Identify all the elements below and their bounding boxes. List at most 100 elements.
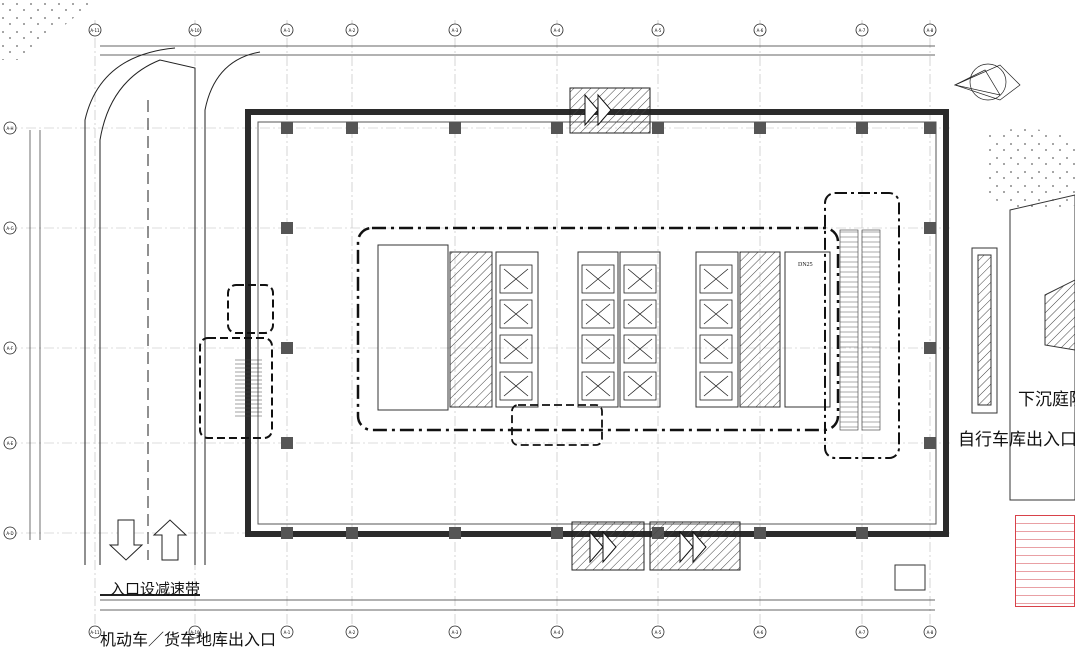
column <box>924 222 936 234</box>
structural-columns <box>281 122 936 539</box>
elevator-cross <box>585 375 611 397</box>
ventilation-shafts <box>569 87 741 571</box>
elevator-car <box>623 264 657 294</box>
landscape-area-right <box>985 128 1075 211</box>
elevator-cross <box>503 338 529 360</box>
grid-mark-circle <box>88 625 102 639</box>
column <box>281 222 293 234</box>
column <box>924 437 936 449</box>
grid-mark-text: A-11 <box>90 28 100 33</box>
building-inner-line <box>257 121 937 525</box>
vehicle-ramp <box>84 47 261 596</box>
grid-mark-circle <box>753 625 767 639</box>
grid-mark-text: A-H <box>6 126 13 131</box>
dn25-label: DN25 <box>798 262 813 268</box>
grid-mark-circle <box>3 526 17 540</box>
elevator-cross <box>627 268 653 290</box>
grid-mark-text: A-4 <box>554 28 561 33</box>
grid-marks-left: A-HA-GA-FA-EA-D <box>3 121 17 540</box>
vehicle-entrance-label: 机动车／货车地库出入口 <box>100 632 277 649</box>
grid-mark-text: A-8 <box>927 28 934 33</box>
grid-mark-text: A-10 <box>190 28 200 33</box>
escalators <box>839 229 881 431</box>
grid-mark-text: A-6 <box>757 28 764 33</box>
core-rooms <box>377 244 831 411</box>
elevator-cross <box>503 375 529 397</box>
elevator-car <box>623 299 657 329</box>
elevator-car <box>499 371 533 401</box>
column <box>281 122 293 134</box>
grid-mark-text: A-7 <box>859 630 866 635</box>
column <box>551 122 563 134</box>
elevator-cross <box>703 303 729 325</box>
left-elevator-block <box>227 284 274 334</box>
grid-mark-circle <box>280 23 294 37</box>
elevator-cross <box>585 338 611 360</box>
elevator-cross <box>703 375 729 397</box>
column <box>281 527 293 539</box>
sunken-courtyard <box>971 194 1075 501</box>
grid-mark-circle <box>753 23 767 37</box>
lower-dashed-zone <box>511 404 603 446</box>
grid-mark-circle <box>345 23 359 37</box>
approval-stamp <box>1015 515 1075 607</box>
grid-mark-circle <box>3 436 17 450</box>
grid-mark-circle <box>188 23 202 37</box>
grid-mark-circle <box>188 625 202 639</box>
column <box>281 342 293 354</box>
grid-mark-text: A-3 <box>452 28 459 33</box>
column <box>551 527 563 539</box>
north-arrow <box>953 63 1021 101</box>
dimension-lines <box>29 45 935 611</box>
elevator-cross <box>585 268 611 290</box>
grid-mark-text: A-7 <box>859 28 866 33</box>
elevator-car <box>581 299 615 329</box>
grid-mark-text: A-D <box>6 531 13 536</box>
elevator-cross <box>703 268 729 290</box>
grid-mark-text: A-5 <box>655 28 662 33</box>
column <box>346 527 358 539</box>
left-stair-block <box>199 337 273 439</box>
elevator-cross <box>627 303 653 325</box>
grid-mark-circle <box>3 121 17 135</box>
grid-mark-circle <box>550 625 564 639</box>
column <box>449 527 461 539</box>
grid-mark-text: A-2 <box>349 28 356 33</box>
elevator-cross <box>627 338 653 360</box>
grid-mark-circle <box>345 625 359 639</box>
elevator-car <box>499 334 533 364</box>
grid-mark-text: A-2 <box>349 630 356 635</box>
elevator-cross <box>503 303 529 325</box>
grid-mark-text: A-5 <box>655 630 662 635</box>
column <box>346 122 358 134</box>
speed-bump-label: 入口设减速带 <box>110 582 201 598</box>
column <box>281 437 293 449</box>
grid-mark-circle <box>651 625 665 639</box>
grid-mark-circle <box>448 625 462 639</box>
grid-mark-circle <box>3 341 17 355</box>
elevator-car <box>623 334 657 364</box>
grid-mark-circle <box>88 23 102 37</box>
elevator-car <box>499 299 533 329</box>
bike-entrance-label: 自行车库出入口 <box>958 430 1075 449</box>
elevator-cross <box>703 338 729 360</box>
elevator-car <box>699 299 733 329</box>
column <box>856 122 868 134</box>
column <box>652 122 664 134</box>
grid-mark-circle <box>923 625 937 639</box>
grid-mark-text: A-4 <box>554 630 561 635</box>
elevator-car <box>499 264 533 294</box>
grid-mark-circle <box>651 23 665 37</box>
grid-mark-text: A-11 <box>90 630 100 635</box>
sunken-courtyard-label: 下沉庭院 <box>1018 390 1075 409</box>
grid-mark-circle <box>280 625 294 639</box>
elevator-car <box>699 334 733 364</box>
grid-mark-circle <box>448 23 462 37</box>
grid-mark-text: A-E <box>7 441 14 446</box>
grid-mark-text: A-3 <box>452 630 459 635</box>
grid-mark-text: A-6 <box>757 630 764 635</box>
column <box>924 122 936 134</box>
elevator-cars <box>499 264 733 401</box>
